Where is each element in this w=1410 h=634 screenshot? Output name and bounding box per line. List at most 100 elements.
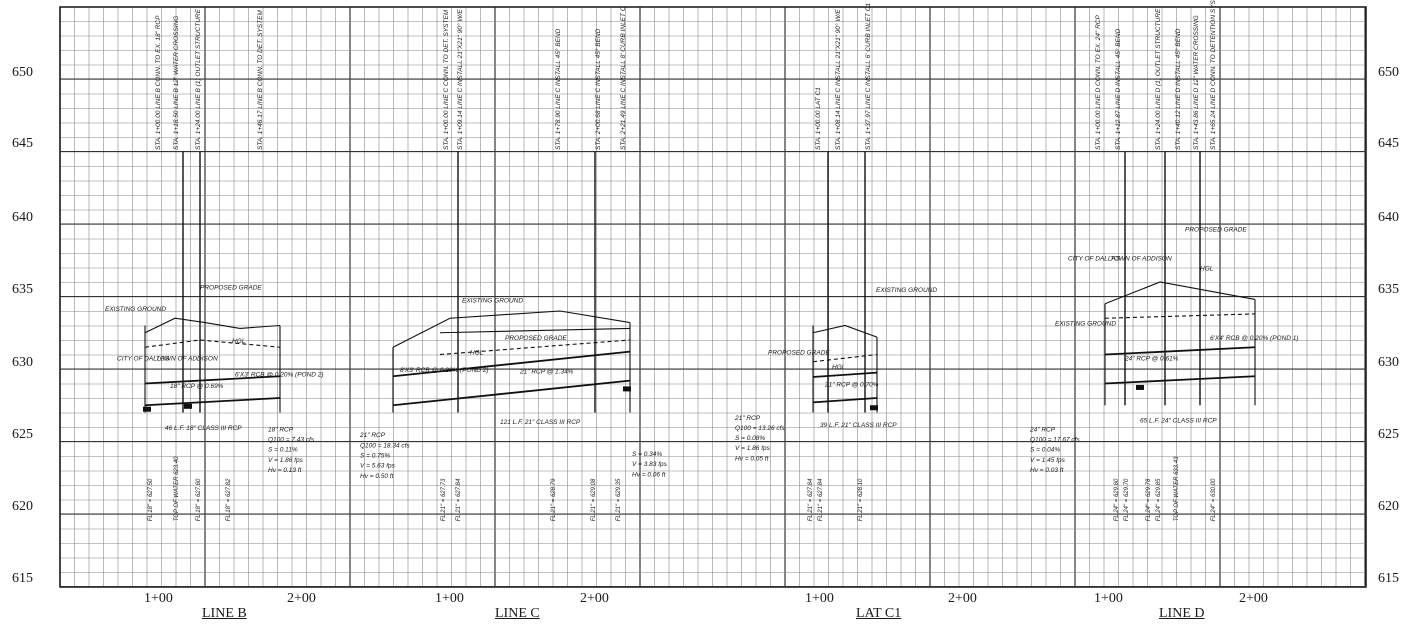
existing-ground-line-d: [1104, 281, 1256, 305]
station-label: 2+00: [287, 591, 316, 606]
station-callout: STA. 1+00.00 LAT C1: [815, 87, 822, 150]
label: Hv = 0.06 ft: [632, 471, 667, 478]
label: V = 1.86 fps: [735, 445, 771, 452]
pipe-invert: [392, 379, 631, 407]
label: FL 18" = 627.60: [196, 478, 202, 521]
label: Hv = 0.13 ft: [268, 467, 303, 474]
label: HGL: [470, 350, 484, 357]
profile-title-lat-c1: LAT C1: [856, 606, 902, 621]
hgl-line-b: [144, 339, 281, 348]
label: 21" RCP: [734, 415, 761, 422]
label: Q100 = 13.26 cfs: [735, 425, 785, 432]
label: 21" RCP @ 1.34%: [519, 368, 574, 375]
label: FL 18" = 627.50: [148, 478, 154, 521]
label: EXISTING GROUND: [105, 306, 166, 313]
invert-marker: [870, 405, 878, 411]
station-callout: STA. 1+65.24 LINE D CONN. TO DETENTION S…: [1210, 0, 1217, 150]
elevation-label: 620: [1378, 499, 1399, 514]
existing-ground-line-b: [144, 317, 281, 334]
station-callout: STA. 1+24.00 LINE B (1) OUTLET STRUCTURE: [195, 8, 202, 150]
elevation-label: 640: [1378, 210, 1399, 225]
label: EXISTING GROUND: [462, 297, 523, 304]
pipe-invert: [1104, 375, 1256, 385]
elevation-label: 630: [12, 355, 33, 370]
label: FL 21" = 627.84: [456, 478, 462, 521]
label: HGL: [832, 364, 846, 371]
label: FL 21" = 629.35: [616, 478, 622, 521]
label: CITY OF DALLAS: [1068, 255, 1121, 262]
label: EXISTING GROUND: [1055, 321, 1116, 328]
label: FL 21" = 629.08: [591, 478, 597, 521]
elevation-label: 615: [1378, 571, 1399, 586]
station-label: 2+00: [1239, 591, 1268, 606]
elevation-label: 615: [12, 571, 33, 586]
label: V = 5.63 fps: [360, 463, 396, 470]
label: FL 24" = 629.60: [1114, 478, 1120, 521]
label: TOP OF WATER 623.40: [174, 456, 180, 521]
label: 39 L.F. 21" CLASS III RCP: [820, 422, 897, 429]
label: FL 24" = 630.00: [1211, 478, 1217, 521]
station-label: 1+00: [805, 591, 834, 606]
elevation-label: 650: [12, 65, 33, 80]
pipe-crown: [812, 371, 878, 378]
invert-marker: [143, 406, 151, 412]
elevation-label: 635: [12, 282, 33, 297]
hgl-lat-c1: [812, 353, 878, 363]
elevation-label: 645: [1378, 136, 1399, 151]
label: S = 0.08%: [735, 435, 765, 442]
profile-title-line-b: LINE B: [202, 606, 247, 621]
label: 18" RCP: [268, 426, 294, 433]
label: TOP OF WATER 633.43: [1174, 456, 1180, 521]
station-label: 2+00: [580, 591, 609, 606]
label: V = 1.45 fps: [1030, 457, 1066, 464]
label: PROPOSED GRADE: [200, 284, 262, 291]
label: S = 0.11%: [268, 447, 298, 454]
elevation-label: 635: [1378, 282, 1399, 297]
label: 6'X4' RCB @ 0.20% (POND 1): [1210, 335, 1299, 342]
pipe-lat-c1: [812, 371, 878, 404]
label: PROPOSED GRADE: [505, 335, 567, 342]
label: CITY OF DALLAS: [117, 355, 170, 362]
label: 24" RCP @ 0.61%: [1124, 355, 1179, 362]
station-callout: STA. 1+00.00 LINE D CONN. TO EX. 24" RCP: [1095, 15, 1102, 150]
station-callout: STA. 1+46.17 LINE B CONN. TO DET. SYSTEM: [257, 10, 264, 150]
station-callout: STA. 1+37.97 LINE C INSTALL 6' CURB INLE…: [865, 3, 872, 150]
label: 8'X3' RCB @ 0.20% (POND 2): [400, 367, 489, 374]
label: Hv = 0.05 ft: [735, 455, 770, 462]
station-callout: STA. 1+12.87 LINE D INSTALL 45° BEND: [1114, 28, 1122, 150]
elevation-label: 630: [1378, 355, 1399, 370]
pipe-invert: [144, 397, 281, 407]
label: Q100 = 18.34 cfs: [360, 442, 410, 449]
label: S = 0.34%: [632, 451, 662, 458]
label: 121 L.F. 21" CLASS III RCP: [500, 419, 581, 426]
label: 65 L.F. 24" CLASS III RCP: [1140, 418, 1217, 425]
station-callout: STA. 1+40.12 LINE D INSTALL 45° BEND: [1174, 28, 1182, 150]
label: FL 21" = 628.79: [551, 478, 557, 521]
elevation-label: 640: [12, 210, 33, 225]
station-callout: STA. 1+24.00 LINE D (1) OUTLET STRUCTURE: [1155, 8, 1162, 150]
pipe-line-d: [1104, 346, 1256, 385]
station-label: 1+00: [435, 591, 464, 606]
hgl-line-d: [1104, 313, 1256, 319]
hgl-line-c: [439, 339, 631, 356]
station-callout: STA. 2+21.49 LINE C INSTALL 8' CURB INLE…: [620, 6, 627, 150]
elevation-label: 625: [12, 427, 33, 442]
label: Q100 = 7.43 cfs: [268, 437, 315, 444]
label: FL 21" = 627.84: [808, 478, 814, 521]
station-callout: STA. 1+08.14 LINE C INSTALL 21"X21" 90° …: [834, 9, 842, 150]
pipe-crown: [392, 350, 631, 378]
label: 46 L.F. 18" CLASS III RCP: [165, 425, 242, 432]
elevation-label: 645: [12, 136, 33, 151]
pipe-line-c: [392, 350, 631, 407]
station-label: 2+00: [948, 591, 977, 606]
label: FL 21" = 627.84: [818, 478, 824, 521]
label: 24" RCP: [1029, 426, 1056, 433]
station-callout: STA. 2+00.68 LINE C INSTALL 45° BEND: [594, 28, 602, 150]
station-callout: STA. 1+00.00 LINE C CONN. TO DET. SYSTEM: [443, 9, 450, 150]
label: PROPOSED GRADE: [1185, 226, 1247, 233]
pipe-crown: [144, 375, 281, 385]
elevation-label: 625: [1378, 427, 1399, 442]
label: FL 24" = 629.85: [1156, 478, 1162, 521]
label: EXISTING GROUND: [876, 287, 937, 294]
